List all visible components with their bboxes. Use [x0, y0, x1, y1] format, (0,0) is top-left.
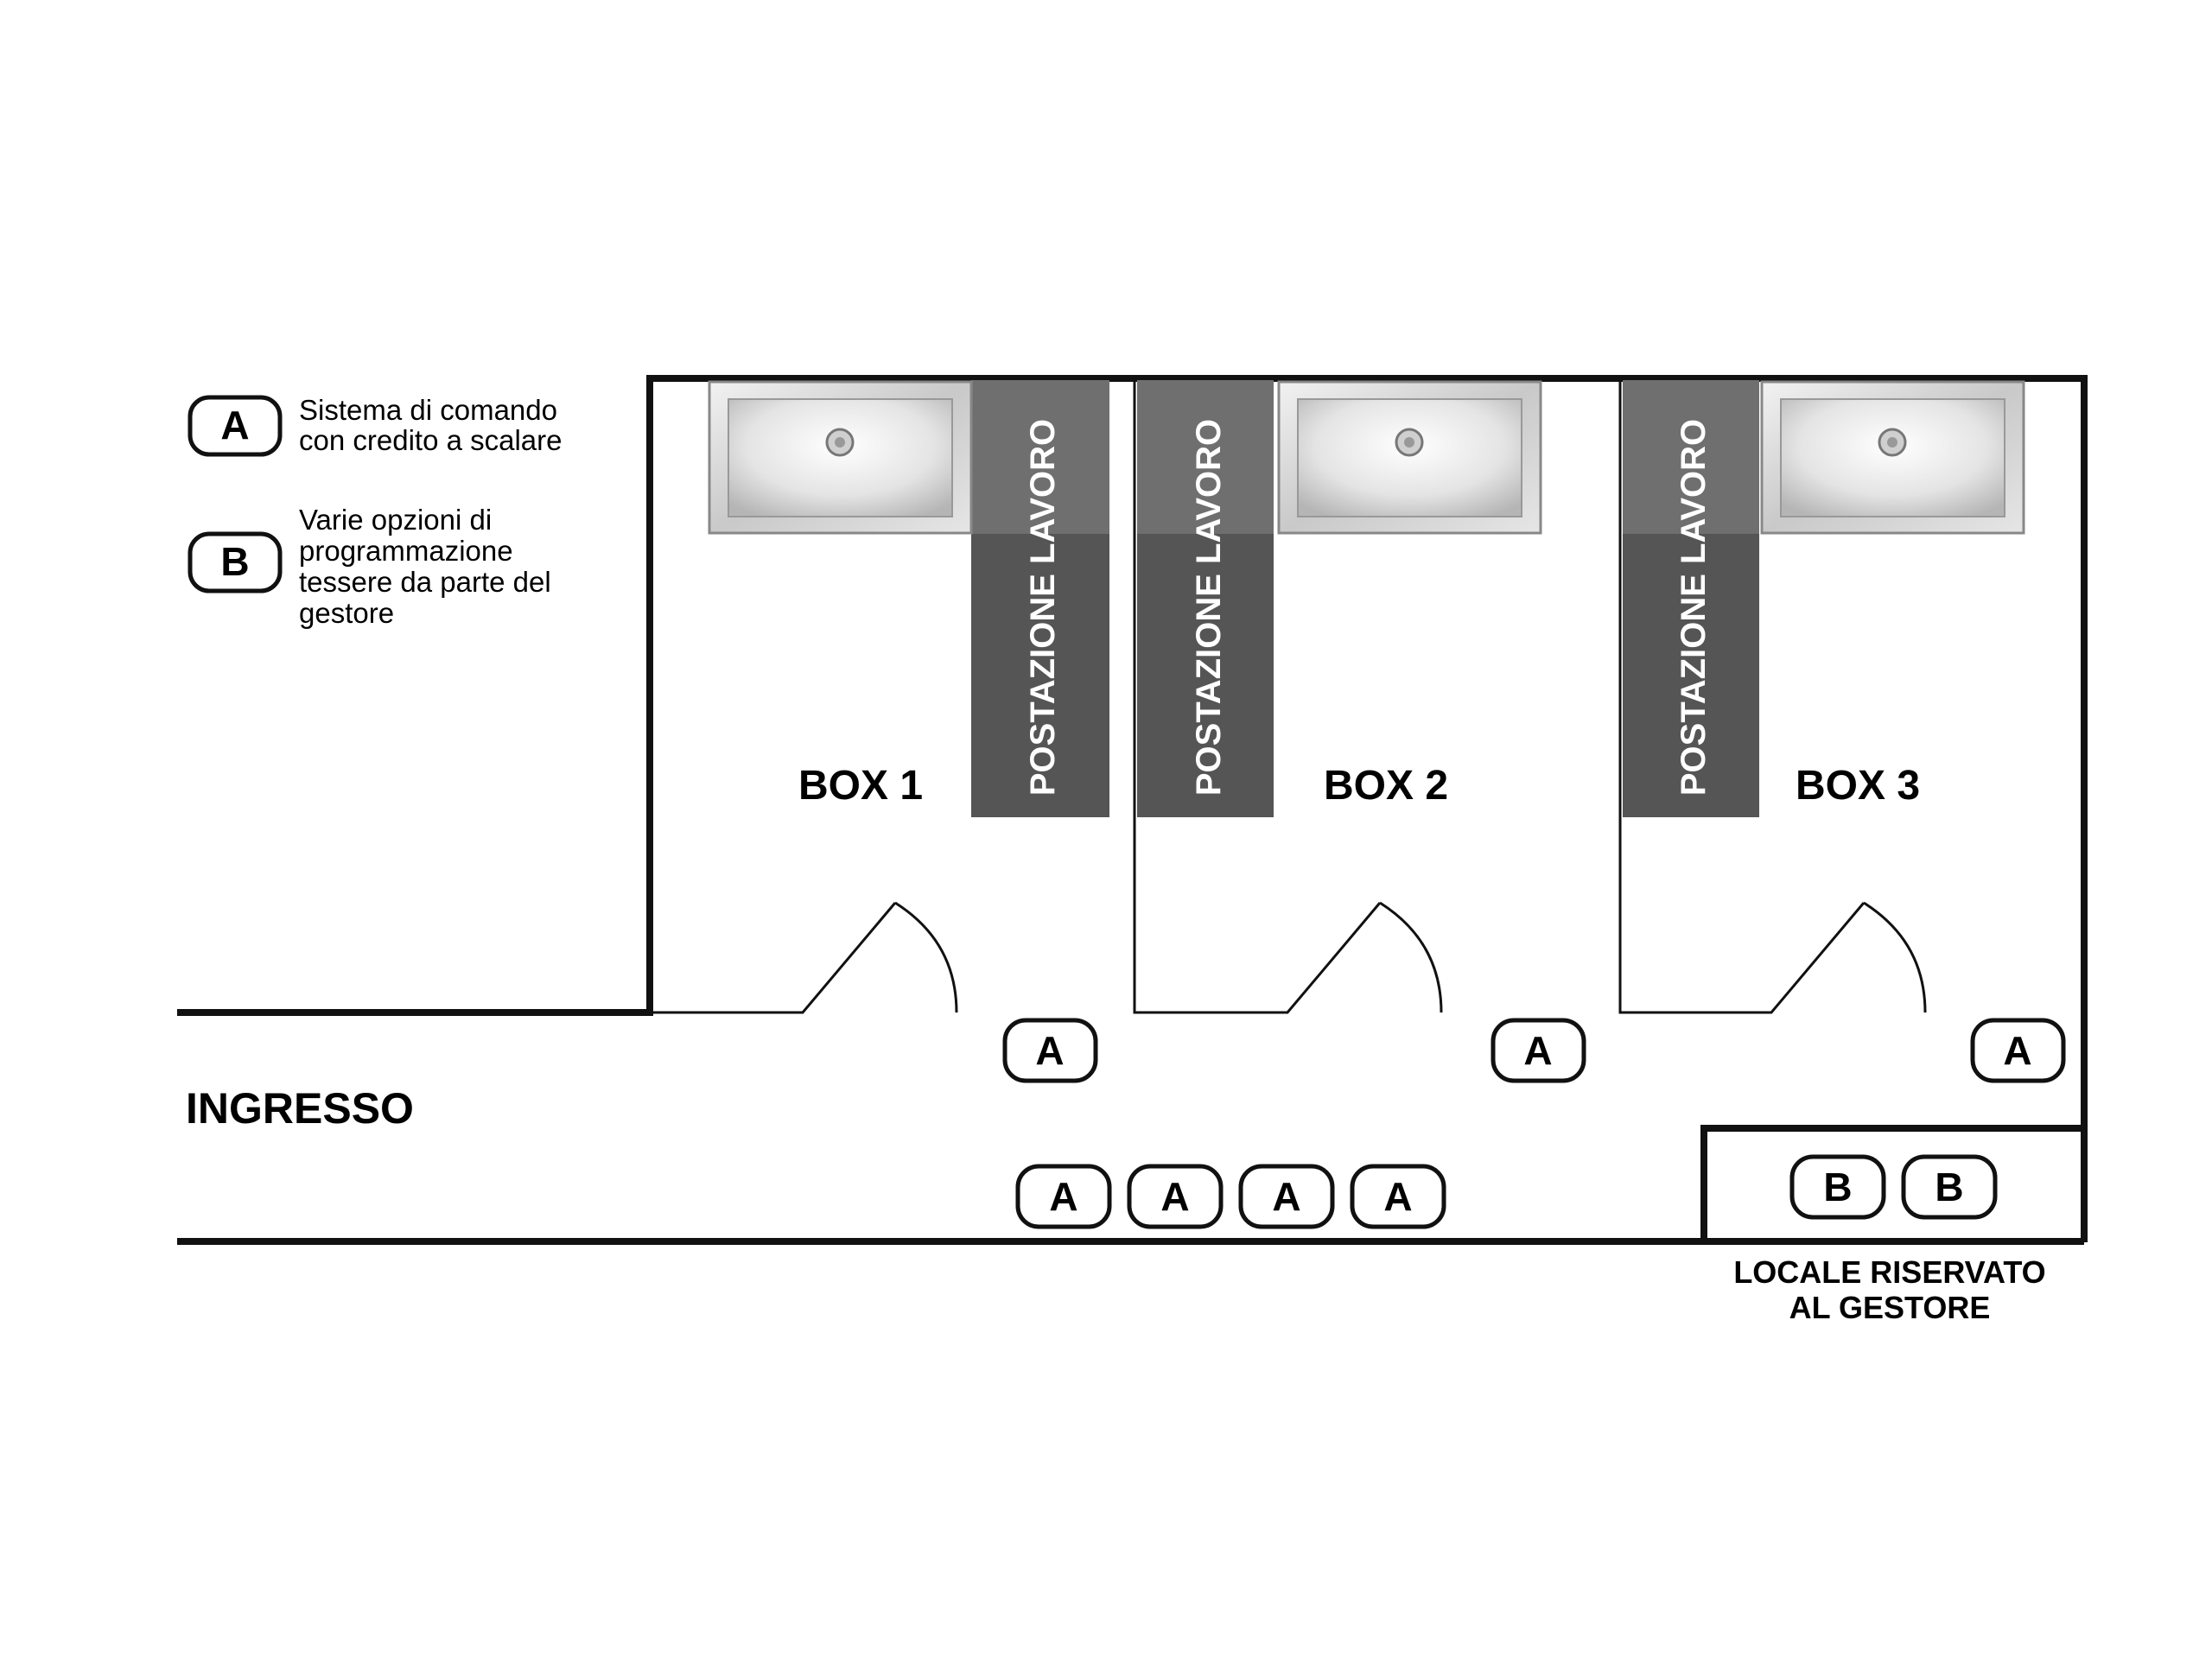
entrance-terminal-letter: A [1160, 1174, 1189, 1219]
legend-b-line-2: programmazione [299, 535, 513, 567]
legend-item-b: B Varie opzioni di programmazione tesser… [188, 504, 551, 629]
box-walls [650, 378, 1927, 1014]
entrance-label: INGRESSO [186, 1084, 414, 1133]
box-3-wall [1618, 378, 1866, 1014]
legend-b-line-3: tessere da parte del [299, 566, 551, 598]
box-3-terminal: A [1970, 1018, 2066, 1083]
workstation-3-top [1623, 380, 1759, 534]
box-3-label: BOX 3 [1796, 763, 1920, 809]
entrance-terminal-letter: A [1049, 1174, 1077, 1219]
legend-badge-b-letter: B [220, 539, 249, 584]
manager-room-label-line-1: LOCALE RISERVATO [1733, 1254, 2045, 1290]
entrance-terminal: A [1238, 1164, 1335, 1229]
workstation-2-top [1137, 380, 1274, 534]
legend-badge-a [188, 395, 283, 457]
sinks [708, 380, 2025, 535]
box-2-terminal-letter: A [1523, 1028, 1552, 1073]
box-2-wall [1133, 378, 1382, 1014]
entrance-terminal: A [1350, 1164, 1446, 1229]
box-1-label: BOX 1 [798, 763, 923, 809]
sink-icon [708, 380, 973, 535]
entrance-terminal-letter: A [1272, 1174, 1300, 1219]
workstation-box-3: POSTAZIONE LAVORO [1623, 380, 1759, 817]
workstation-2-bottom [1137, 534, 1274, 817]
legend-b-line-1: Varie opzioni di [299, 504, 492, 536]
workstations: POSTAZIONE LAVORO POSTAZIONE LAVORO POST… [971, 380, 1759, 817]
wall-manager-room [1700, 1125, 2081, 1241]
entrance-terminal-letter: A [1383, 1174, 1412, 1219]
sink-icon [1277, 380, 1542, 535]
manager-terminal-letter: B [1935, 1165, 1963, 1209]
box-2-label: BOX 2 [1324, 763, 1448, 809]
manager-terminal: B [1901, 1154, 1998, 1220]
wall-entrance-top [177, 375, 2088, 1242]
workstation-3-label: POSTAZIONE LAVORO [1675, 419, 1713, 796]
manager-room-terminals: B B [1789, 1154, 1998, 1220]
workstation-box-1: POSTAZIONE LAVORO [971, 380, 1109, 817]
workstation-box-2: POSTAZIONE LAVORO [1137, 380, 1274, 817]
legend-b-line-4: gestore [299, 597, 394, 629]
legend-a-line-2: con credito a scalare [299, 424, 563, 456]
legend-badge-a-letter: A [220, 403, 249, 447]
manager-terminal-letter: B [1823, 1165, 1852, 1209]
workstation-1-label: POSTAZIONE LAVORO [1024, 419, 1062, 796]
box-1-terminal: A [1002, 1018, 1098, 1083]
manager-room-label-line-2: AL GESTORE [1789, 1290, 1991, 1325]
entrance-terminals: A A A A [1015, 1164, 1446, 1229]
box-3-terminal-letter: A [2003, 1028, 2031, 1073]
workstation-3-bottom [1623, 534, 1759, 817]
box-2-door-arc [1379, 901, 1443, 1013]
box-1-door-arc [894, 901, 958, 1013]
box-1-wall [650, 902, 897, 1014]
box-3-door-arc [1863, 901, 1927, 1013]
entrance-terminal: A [1127, 1164, 1224, 1229]
manager-terminal: B [1789, 1154, 1886, 1220]
box-1-terminal-letter: A [1035, 1028, 1064, 1073]
legend-item-a: A Sistema di comando con credito a scala… [188, 394, 563, 457]
entrance-terminal: A [1015, 1164, 1112, 1229]
legend-a-line-1: Sistema di comando [299, 394, 557, 426]
legend-badge-b [188, 531, 283, 593]
workstation-2-label: POSTAZIONE LAVORO [1190, 419, 1228, 796]
workstation-1-top [971, 380, 1109, 534]
outer-walls [177, 375, 2088, 1245]
workstation-1-bottom [971, 534, 1109, 817]
sink-icon [1760, 380, 2025, 535]
box-2-terminal: A [1491, 1018, 1586, 1083]
legend: A Sistema di comando con credito a scala… [188, 394, 563, 629]
